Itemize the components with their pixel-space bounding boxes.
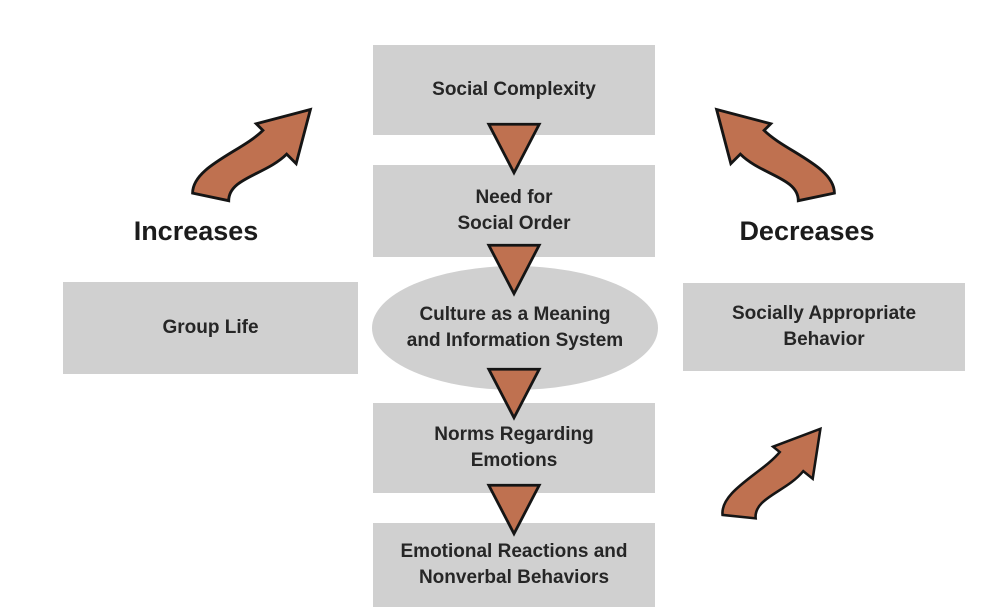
node-need-for-social-order: Need for Social Order [373,165,655,257]
node-social-complexity: Social Complexity [373,45,655,135]
down-arrow-icon [487,367,541,420]
decreases-label: Decreases [739,216,875,246]
node-label-line1: Emotional Reactions and [400,540,628,562]
node-label-line1: Culture as a Meaning [419,303,611,325]
node-socially-appropriate-behavior: Socially Appropriate Behavior [683,283,965,371]
down-arrow-icon [487,483,541,536]
curved-arrow-up-right-icon [713,427,831,524]
node-label-line2: Emotions [470,450,558,471]
node-label-line2: Nonverbal Behaviors [418,567,610,588]
curved-arrow-up-left-icon [715,108,836,203]
down-arrow-icon [487,243,541,296]
node-emotional-reactions: Emotional Reactions and Nonverbal Behavi… [373,523,655,607]
increases-label: Increases [133,216,259,246]
node-label: Group Life [162,316,259,338]
node-group-life: Group Life [63,282,358,374]
down-arrow-icon [487,122,541,175]
curved-arrow-up-right-icon [191,108,312,203]
node-label-line2: Social Order [457,213,571,234]
node-label: Social Complexity [432,78,596,100]
node-label-line1: Norms Regarding [434,423,594,445]
node-label-line2: Behavior [783,329,865,350]
node-label-line1: Socially Appropriate [731,302,917,324]
node-norms-regarding-emotions: Norms Regarding Emotions [373,403,655,493]
node-label-line2: and Information System [406,330,624,351]
node-label-line1: Need for [475,186,553,208]
